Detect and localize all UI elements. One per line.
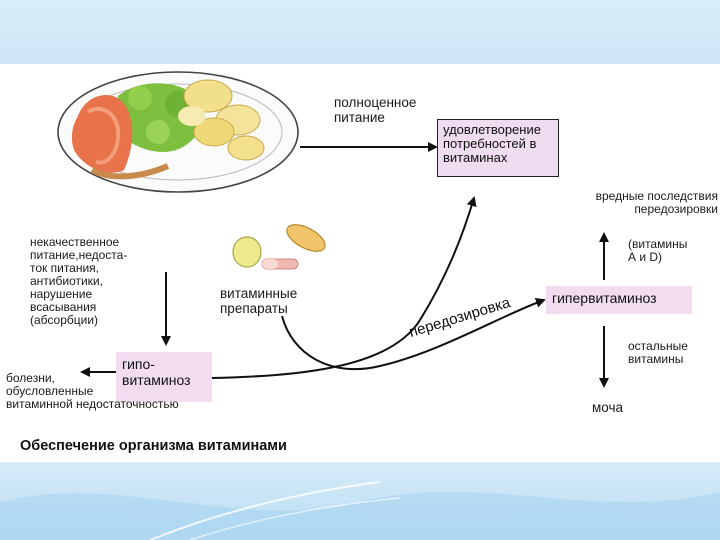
full-nutrition-label: полноценное питание [334,95,416,125]
causes-label: некачественное питание,недоста- ток пита… [30,236,127,327]
slide-footer-band [0,462,720,540]
diagram-caption: Обеспечение организма витаминами [20,438,287,454]
diseases-label: болезни, обусловленные витаминной недост… [6,372,179,411]
vitamin-pills-illustration [233,219,329,269]
satisfaction-box: удовлетворение потребностей в витаминах [437,119,559,177]
slide-header-band [0,0,720,64]
harmful-effects-label: вредные последствия передозировки [568,190,718,216]
other-vitamins-label: остальные витамины [628,340,688,366]
food-plate-illustration [58,72,298,192]
footer-wave-decoration [0,462,720,540]
urine-label: моча [592,400,623,415]
vitamin-preparations-label: витаминные препараты [220,286,297,316]
hypervitaminosis-box: гипервитаминоз [546,286,692,314]
vitamins-ad-label: (витамины А и D) [628,238,687,264]
